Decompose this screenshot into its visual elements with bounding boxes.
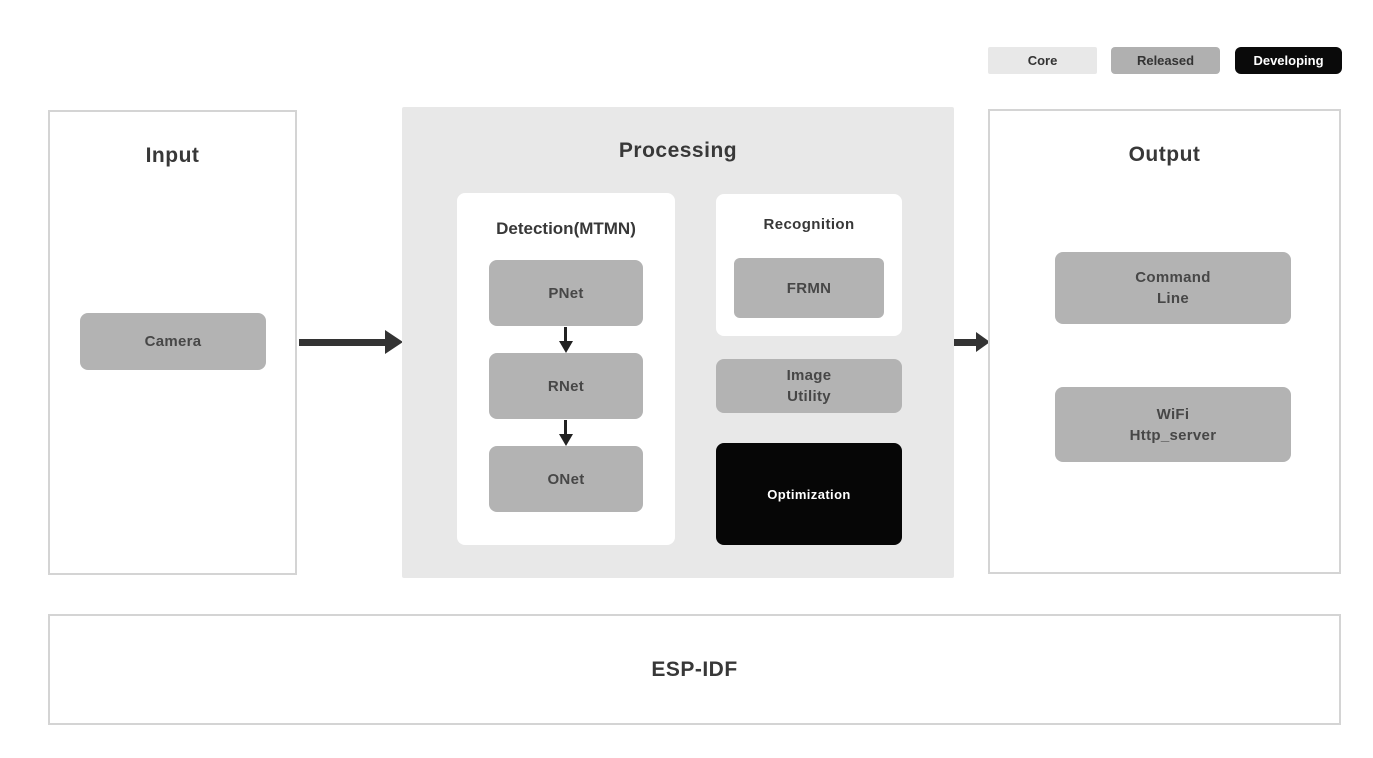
processing-panel: Processing Detection(MTMN) PNet RNet ONe… xyxy=(402,107,954,578)
arrow-pnet-to-rnet xyxy=(559,327,573,353)
recognition-title: Recognition xyxy=(763,216,855,233)
detection-title: Detection(MTMN) xyxy=(496,219,636,238)
input-panel: Input Camera xyxy=(48,110,297,575)
legend-core-chip: Core xyxy=(988,47,1097,74)
image-utility-label-line1: Image xyxy=(786,367,832,384)
wifi-http-server-node: WiFi Http_server xyxy=(1055,387,1291,462)
arrow-line xyxy=(954,339,977,346)
arrow-head xyxy=(559,341,573,353)
wifi-label-line1: WiFi xyxy=(1156,405,1190,423)
onet-node: ONet xyxy=(489,446,643,512)
recognition-panel: Recognition FRMN xyxy=(716,194,902,336)
arrow-line xyxy=(564,420,567,435)
esp-idf-title: ESP-IDF xyxy=(651,657,738,681)
pnet-node: PNet xyxy=(489,260,643,326)
output-title: Output xyxy=(1128,143,1201,166)
arrow-line xyxy=(564,327,567,342)
arrow-head xyxy=(976,332,990,352)
esp-idf-panel: ESP-IDF xyxy=(48,614,1341,725)
rnet-node: RNet xyxy=(489,353,643,419)
arrow-line xyxy=(299,339,386,346)
wifi-label-line2: Http_server xyxy=(1129,426,1217,444)
camera-node: Camera xyxy=(80,313,266,370)
input-title: Input xyxy=(145,144,200,167)
image-utility-label-line2: Utility xyxy=(787,388,831,405)
frmn-node: FRMN xyxy=(734,258,884,318)
legend-released-chip: Released xyxy=(1111,47,1220,74)
output-panel: Output Command Line WiFi Http_server xyxy=(988,109,1341,574)
command-line-label-line1: Command xyxy=(1135,269,1211,286)
command-line-label-line2: Line xyxy=(1156,290,1190,307)
processing-title: Processing xyxy=(618,139,738,162)
command-line-node: Command Line xyxy=(1055,252,1291,324)
image-utility-node: Image Utility xyxy=(716,359,902,413)
arrow-head xyxy=(559,434,573,446)
arrow-processing-to-output xyxy=(954,332,990,352)
legend-developing-chip: Developing xyxy=(1235,47,1342,74)
detection-panel: Detection(MTMN) PNet RNet ONet xyxy=(457,193,675,545)
arrow-input-to-processing xyxy=(299,330,403,354)
arrow-rnet-to-onet xyxy=(559,420,573,446)
optimization-node: Optimization xyxy=(716,443,902,545)
arrow-head xyxy=(385,330,403,354)
